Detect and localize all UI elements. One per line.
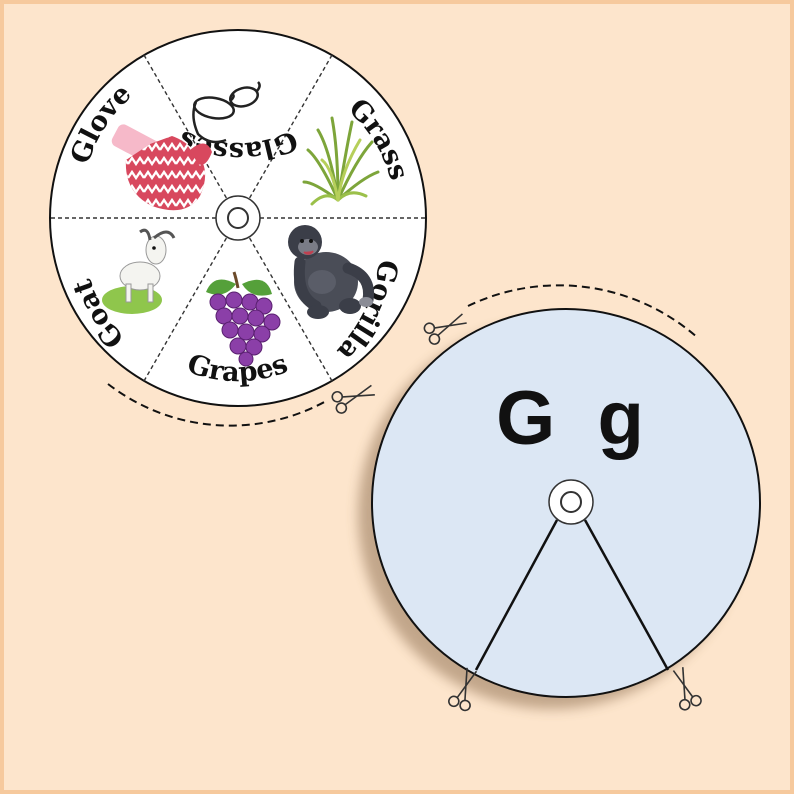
- grass-icon: [302, 116, 380, 206]
- window-cut-right: [583, 519, 670, 671]
- scissors-icon: [423, 313, 467, 345]
- gorilla-icon: [288, 225, 375, 319]
- cover-center-pin: [560, 491, 582, 513]
- grapes-icon: [206, 271, 281, 367]
- glove-icon: [111, 124, 212, 211]
- wheel-center-pin: [227, 207, 249, 229]
- wheel-cut-line: [107, 383, 329, 427]
- scissors-icon: [331, 384, 375, 414]
- letter-heading: G g: [496, 376, 644, 461]
- window-cut-left: [474, 519, 559, 671]
- goat-icon: [102, 228, 176, 314]
- letter-cover-wheel: G g: [371, 308, 761, 698]
- scissors-icon: [672, 667, 702, 711]
- scissors-icon: [448, 667, 478, 712]
- picture-wheel: Glasses Grass Gorilla Grapes Goat Glove: [49, 29, 427, 407]
- glasses-icon: [192, 81, 261, 144]
- cover-cut-line: [467, 284, 699, 339]
